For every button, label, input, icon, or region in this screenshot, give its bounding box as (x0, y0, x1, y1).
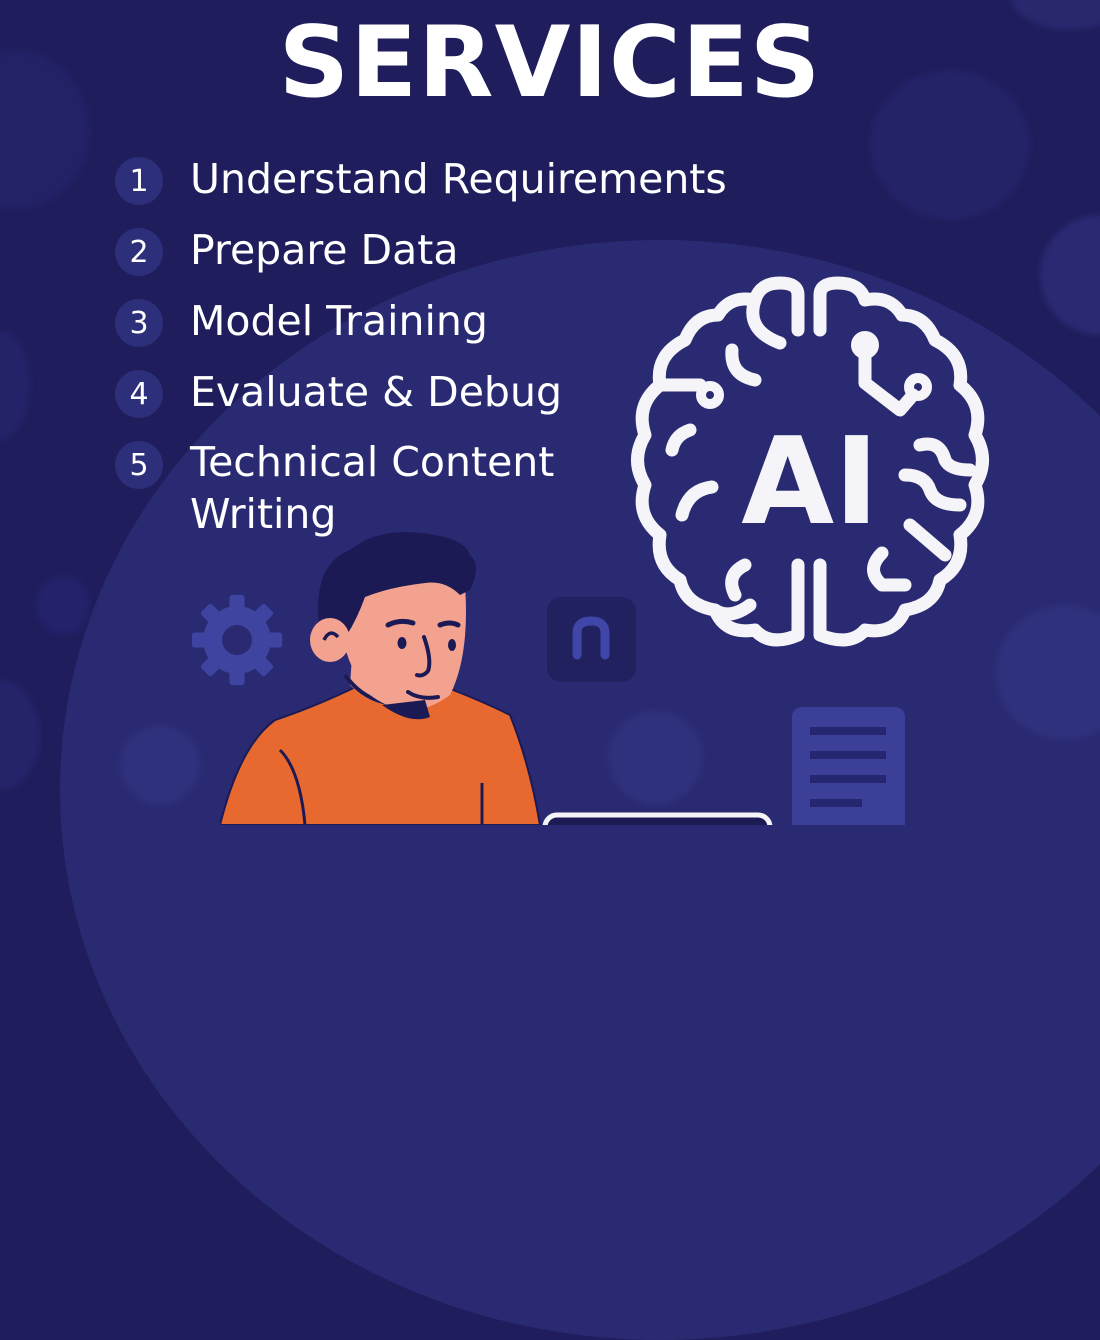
background-bubble (870, 70, 1030, 220)
step-number-badge: 3 (115, 299, 163, 347)
background-bubble (608, 710, 703, 805)
step-item: 2 Prepare Data (115, 223, 727, 294)
page-title: SERVICES (278, 6, 822, 120)
gear-icon (191, 594, 283, 686)
person-illustration (220, 532, 773, 825)
background-bubble (0, 330, 30, 440)
background-bubble (995, 605, 1100, 740)
arch-app-icon (547, 597, 636, 682)
step-number-badge: 4 (115, 370, 163, 418)
step-item: 5 Technical Content Writing (115, 436, 727, 538)
step-item: 3 Model Training (115, 294, 727, 365)
step-number-badge: 1 (115, 157, 163, 205)
brain-ai-icon: AI (631, 276, 989, 647)
step-label: Model Training (190, 297, 488, 345)
step-label: Prepare Data (190, 226, 459, 274)
background-bubble (120, 725, 200, 805)
brain-ai-label: AI (741, 413, 879, 552)
step-label: Evaluate & Debug (190, 368, 562, 416)
background-bubble (0, 680, 40, 790)
background-bubble (35, 575, 90, 635)
step-label: Understand Requirements (190, 155, 727, 203)
step-item: 4 Evaluate & Debug (115, 365, 727, 436)
background-bubble (1040, 215, 1100, 335)
step-label: Technical Content Writing (190, 438, 555, 538)
services-steps-list: 1 Understand Requirements 2 Prepare Data… (115, 152, 727, 538)
step-number-badge: 2 (115, 228, 163, 276)
document-icon (792, 707, 905, 825)
step-number-badge: 5 (115, 441, 163, 489)
step-item: 1 Understand Requirements (115, 152, 727, 223)
